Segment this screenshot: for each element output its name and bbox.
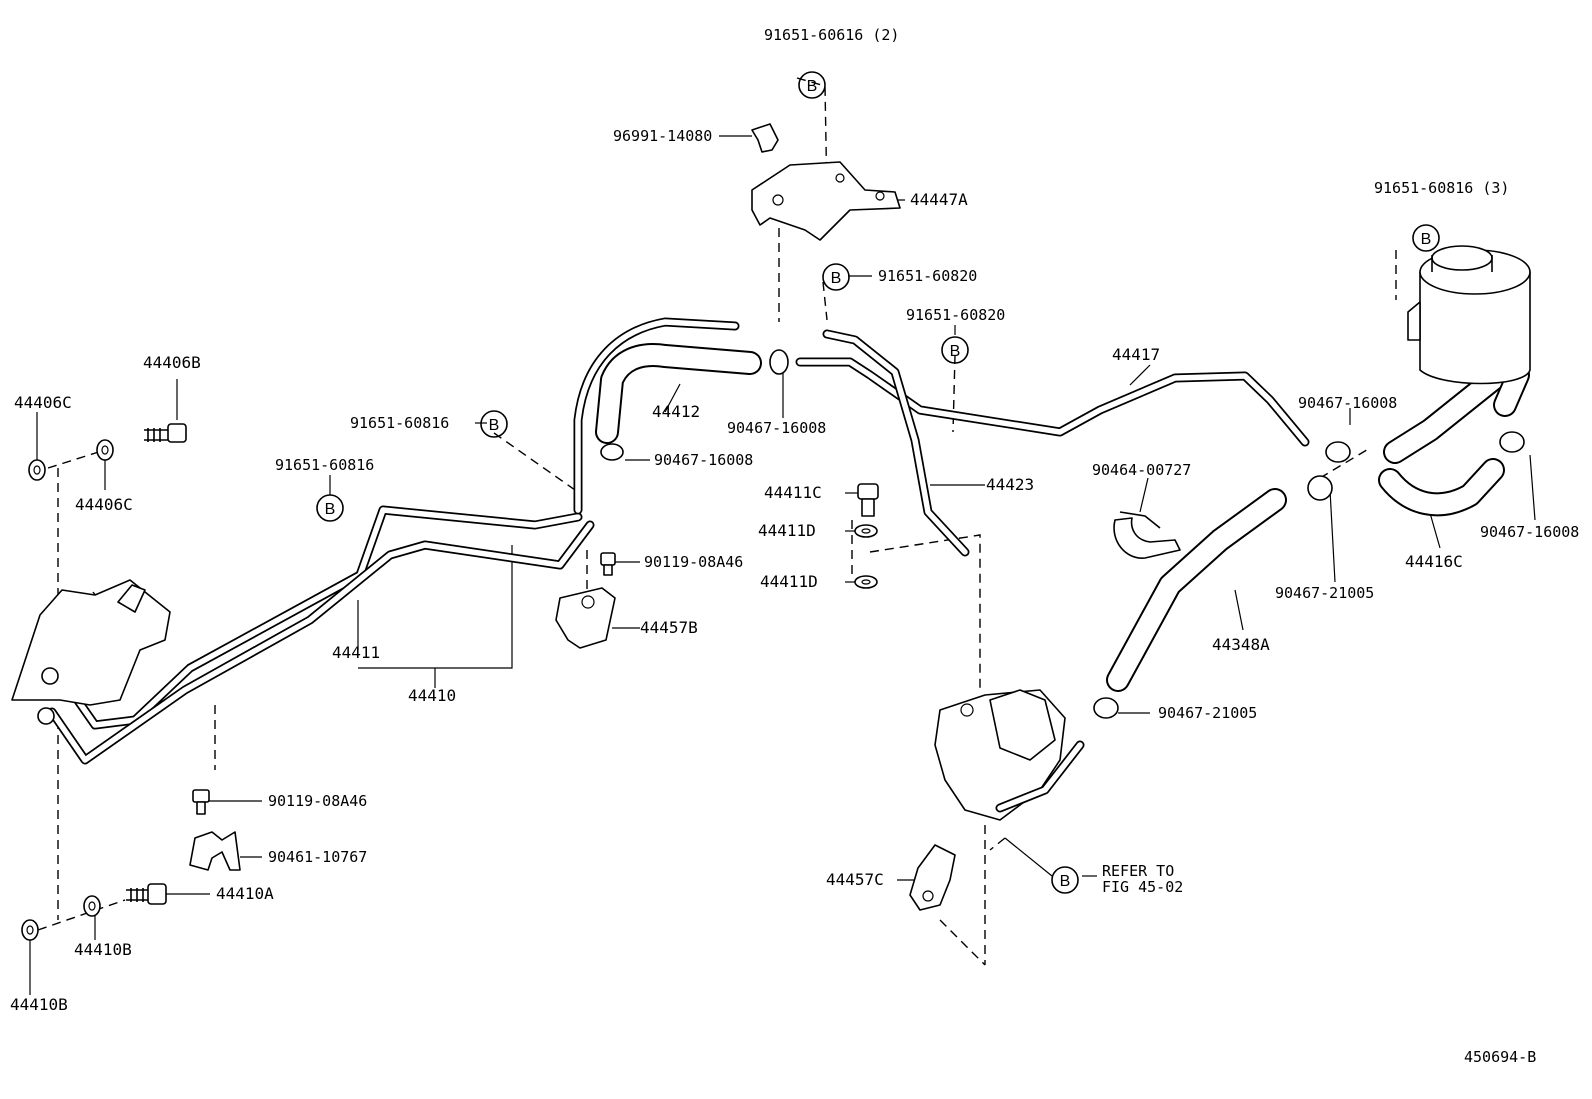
label-44416C: 44416C bbox=[1405, 552, 1463, 571]
hose-44416C bbox=[1378, 358, 1530, 517]
svg-text:B: B bbox=[1421, 231, 1432, 248]
bolt-90119-08A46-b bbox=[192, 789, 210, 815]
label-90119-08A46-b: 90119-08A46 bbox=[268, 792, 367, 810]
label-90467-16008-d: 90467-16008 bbox=[1480, 523, 1579, 541]
svg-text:B: B bbox=[950, 343, 961, 360]
dashed-guide-lines bbox=[37, 77, 1397, 966]
label-91651-60816-3: 91651-60816 (3) bbox=[1374, 179, 1509, 197]
pipe-44412 bbox=[573, 317, 762, 515]
label-44457B: 44457B bbox=[640, 618, 698, 637]
washer-44411D-a bbox=[854, 524, 878, 538]
label-44412: 44412 bbox=[652, 402, 700, 421]
label-90461-10767: 90461-10767 bbox=[268, 848, 367, 866]
clamp-90464-00727 bbox=[1113, 511, 1181, 559]
label-90467-21005-a: 90467-21005 bbox=[1275, 584, 1374, 602]
label-44457C: 44457C bbox=[826, 870, 884, 889]
bracket-44447A bbox=[751, 161, 901, 241]
washer-44406C-a bbox=[28, 459, 46, 481]
washer-44406C-b bbox=[96, 439, 114, 461]
clamp-90461-10767 bbox=[189, 831, 241, 871]
label-44411C: 44411C bbox=[764, 483, 822, 502]
label-91651-60820-b: 91651-60820 bbox=[906, 306, 1005, 324]
label-44411: 44411 bbox=[332, 643, 380, 662]
label-91651-60820-a: 91651-60820 bbox=[878, 267, 977, 285]
label-44410: 44410 bbox=[408, 686, 456, 705]
label-44417: 44417 bbox=[1112, 345, 1160, 364]
label-44406B: 44406B bbox=[143, 353, 201, 372]
steering-gear bbox=[11, 579, 171, 725]
washer-44411D-b bbox=[854, 575, 878, 589]
label-90119-08A46-a: 90119-08A46 bbox=[644, 553, 743, 571]
bolt-44411C bbox=[857, 483, 879, 517]
label-90464-00727: 90464-00727 bbox=[1092, 461, 1191, 479]
clip-96991-14080 bbox=[751, 123, 779, 153]
label-44410B-b: 44410B bbox=[10, 995, 68, 1014]
bracket-44457C bbox=[909, 844, 956, 911]
label-44411D-b: 44411D bbox=[760, 572, 818, 591]
label-91651-60616: 91651-60616 (2) bbox=[764, 26, 899, 44]
washer-44410B-a bbox=[83, 895, 101, 917]
figure-code: 450694-B bbox=[1464, 1048, 1536, 1066]
svg-text:B: B bbox=[1060, 873, 1071, 890]
label-91651-60816-a: 91651-60816 bbox=[350, 414, 449, 432]
svg-text:B: B bbox=[831, 270, 842, 287]
pump-assembly bbox=[934, 689, 1085, 821]
svg-text:B: B bbox=[325, 501, 336, 518]
label-refer-to: REFER TO bbox=[1102, 862, 1174, 880]
bracket-44457B bbox=[555, 587, 616, 649]
label-44411D-a: 44411D bbox=[758, 521, 816, 540]
label-44406C-a: 44406C bbox=[14, 393, 72, 412]
label-90467-16008-b: 90467-16008 bbox=[654, 451, 753, 469]
label-44410A: 44410A bbox=[216, 884, 274, 903]
label-96991-14080: 96991-14080 bbox=[613, 127, 712, 145]
svg-text:B: B bbox=[489, 417, 500, 434]
label-44406C-b: 44406C bbox=[75, 495, 133, 514]
hose-clamps bbox=[600, 349, 1525, 719]
reservoir-tank bbox=[1407, 245, 1531, 385]
label-90467-16008-c: 90467-16008 bbox=[1298, 394, 1397, 412]
hose-44348A bbox=[1106, 488, 1287, 692]
callout-b-markers: B B B B B B B bbox=[316, 71, 1440, 894]
label-90467-16008-a: 90467-16008 bbox=[727, 419, 826, 437]
label-91651-60816-b: 91651-60816 bbox=[275, 456, 374, 474]
label-44348A: 44348A bbox=[1212, 635, 1270, 654]
washer-44410B-b bbox=[21, 919, 39, 941]
pipe-assembly-44410 bbox=[47, 505, 595, 765]
label-44423: 44423 bbox=[986, 475, 1034, 494]
pipe-44417 bbox=[795, 329, 1310, 557]
leader-lines bbox=[29, 135, 1536, 995]
label-90467-21005-b: 90467-21005 bbox=[1158, 704, 1257, 722]
bolt-90119-08A46-a bbox=[600, 552, 616, 576]
label-fig-45-02: FIG 45-02 bbox=[1102, 878, 1183, 896]
svg-text:B: B bbox=[807, 78, 818, 95]
bolt-44406B bbox=[144, 423, 187, 443]
part-labels: 91651-60616 (2) 96991-14080 44447A 91651… bbox=[10, 26, 1579, 1066]
label-44447A: 44447A bbox=[910, 190, 968, 209]
bolt-44410A bbox=[126, 883, 167, 905]
label-44410B-a: 44410B bbox=[74, 940, 132, 959]
